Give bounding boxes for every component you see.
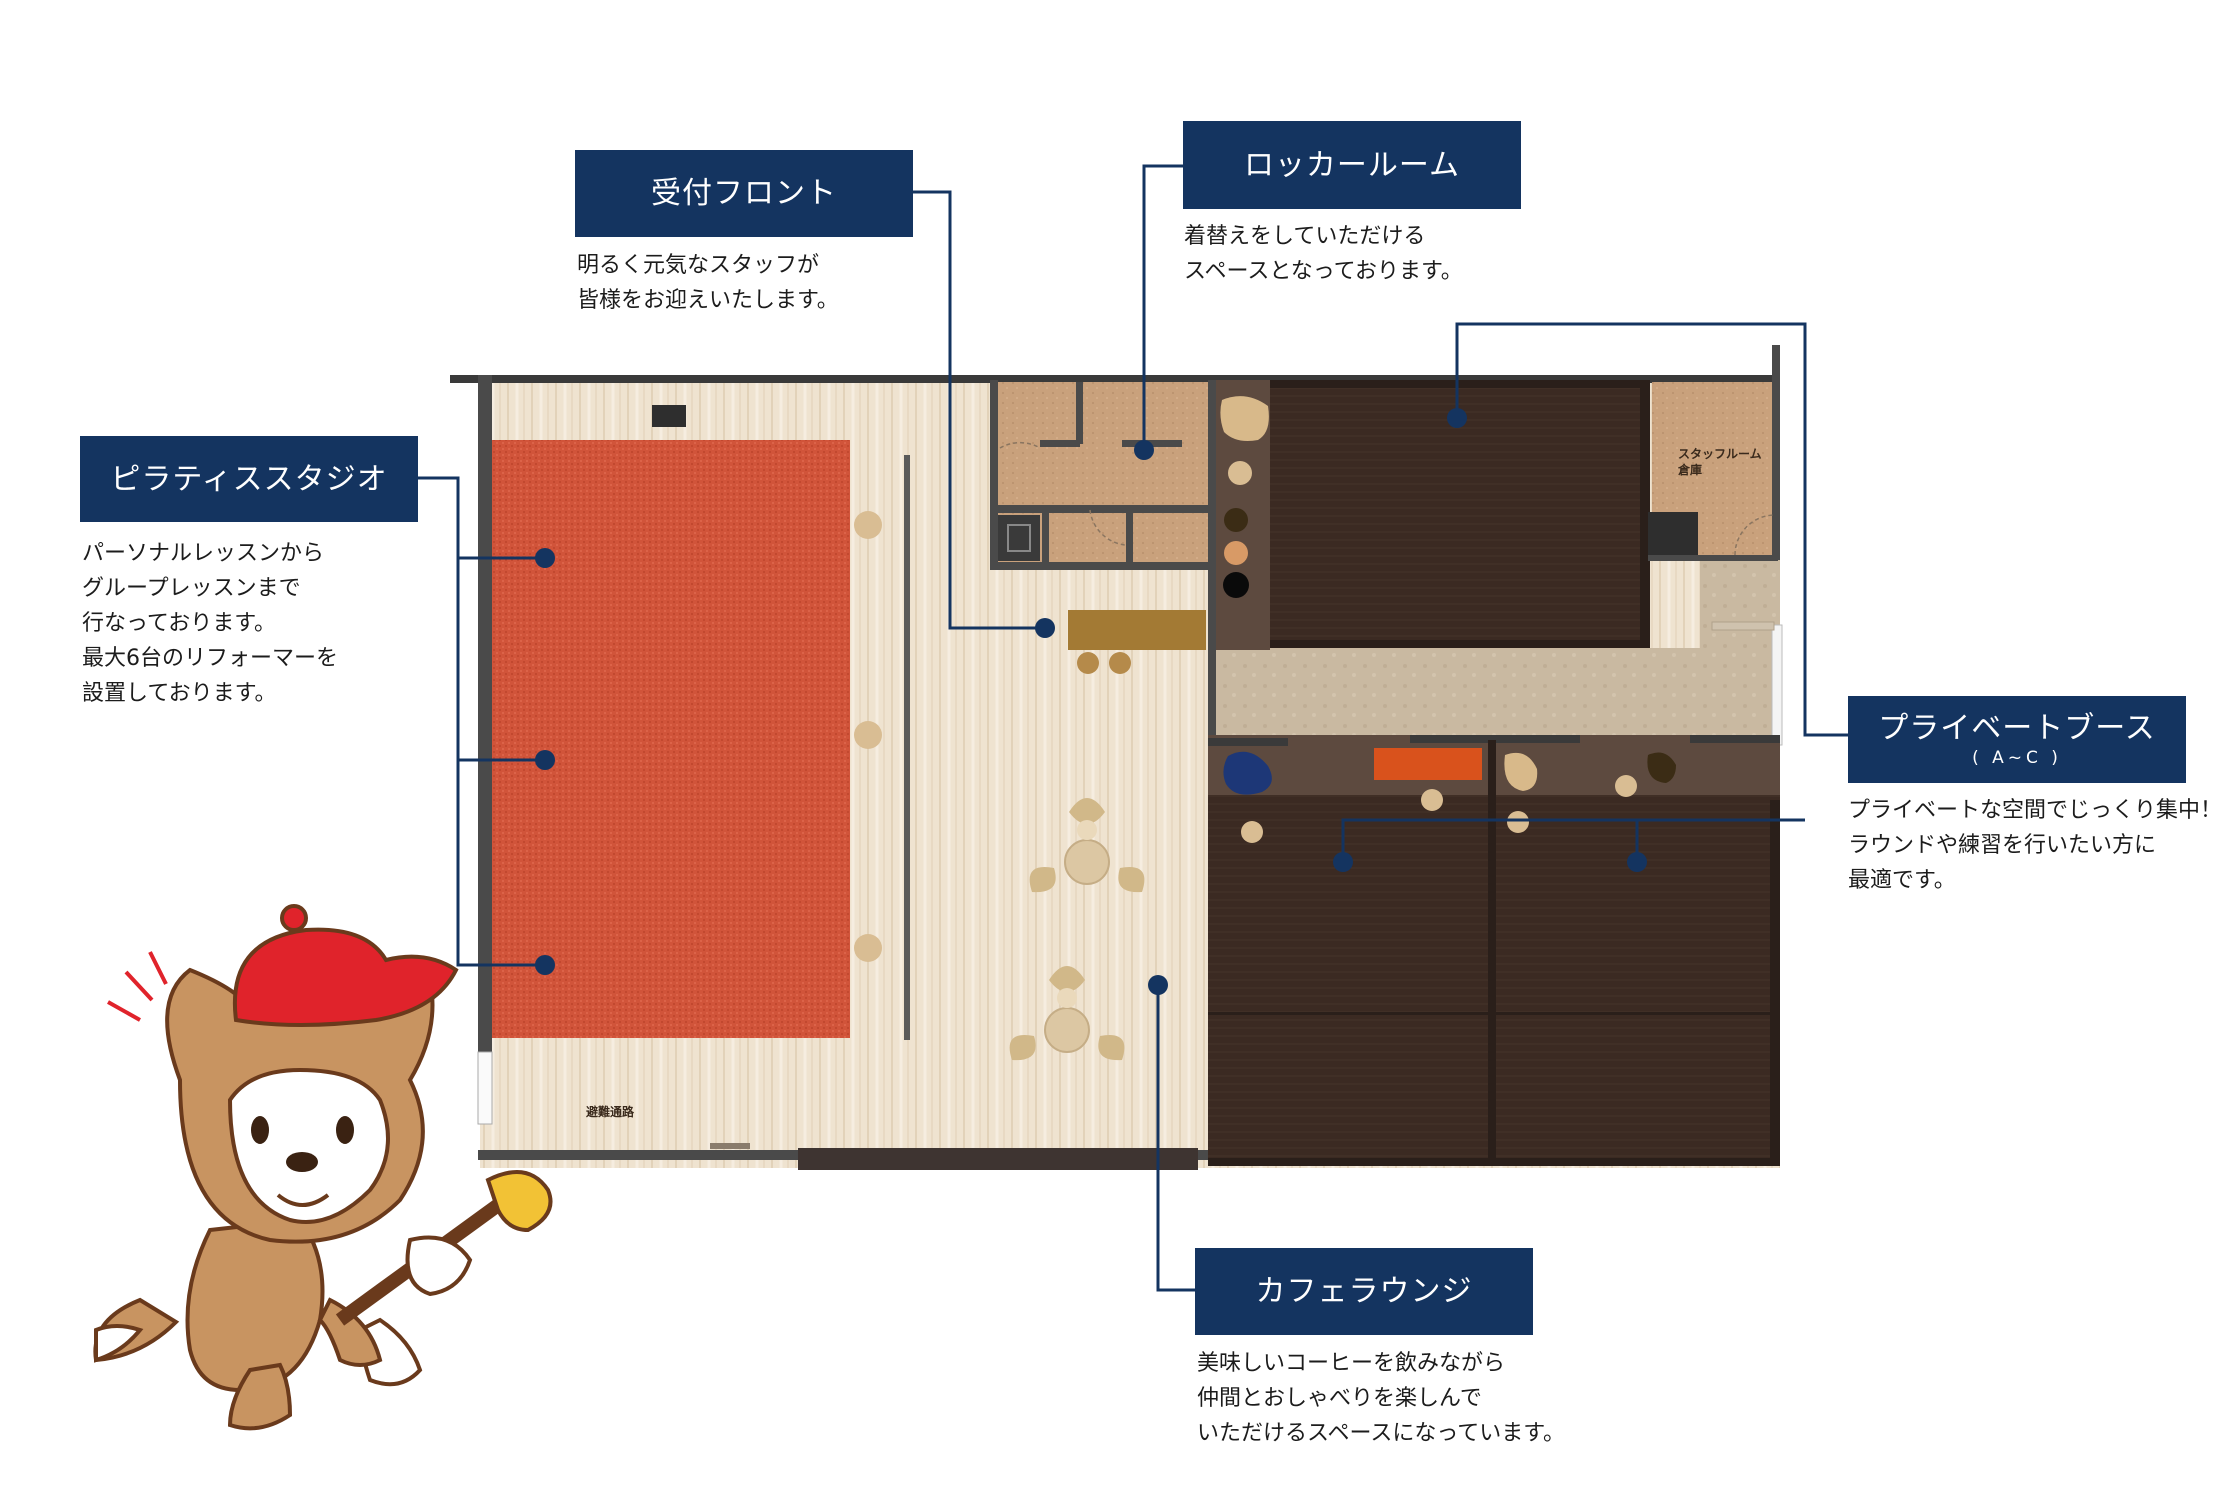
booth-monitor: [1374, 748, 1482, 780]
locker-room-label: ロッカールーム: [1183, 121, 1521, 209]
partition-bar: [904, 455, 910, 1040]
reception-counter: [1068, 610, 1206, 650]
cafe-table-1: [1029, 798, 1145, 893]
private-booth-label: プライベートブース ( A~C ): [1848, 696, 2186, 783]
left-wall: [478, 375, 492, 1055]
cafe-table-2: [1009, 966, 1125, 1061]
private-booth-description: プライベートな空間でじっくり集中！ ラウンドや練習を行いたい方に 最適です。: [1848, 798, 2215, 893]
cafe-lounge-label: カフェラウンジ: [1195, 1248, 1533, 1335]
callout-dots: [535, 408, 1647, 995]
locker-room-description: 着替えをしていただける スペースとなっております。: [1184, 224, 1463, 284]
pilates-description: パーソナルレッスンから グループレッスンまで 行なっております。 最大6台のリフ…: [82, 541, 338, 706]
reception-description: 明るく元気なスタッフが 皆様をお迎えいたします。: [577, 253, 839, 313]
mascot-fox-golfer-illustration: [93, 904, 553, 1431]
reception-label: 受付フロント: [575, 150, 913, 237]
callout-lines: [418, 164, 1848, 1292]
evac-route-label: 避難通路: [586, 1105, 635, 1119]
cafe-lounge-description: 美味しいコーヒーを飲みながら 仲間とおしゃべりを楽しんで いただけるスペースにな…: [1197, 1351, 1566, 1446]
top-wall: [450, 375, 1780, 383]
staff-room-label: スタッフルーム 倉庫: [1678, 447, 1762, 477]
bottom-bench: [798, 1148, 1198, 1170]
pilates-carpet: [492, 440, 850, 1038]
pilates-label: ピラティススタジオ: [80, 436, 418, 522]
wall-unit: [652, 405, 686, 427]
